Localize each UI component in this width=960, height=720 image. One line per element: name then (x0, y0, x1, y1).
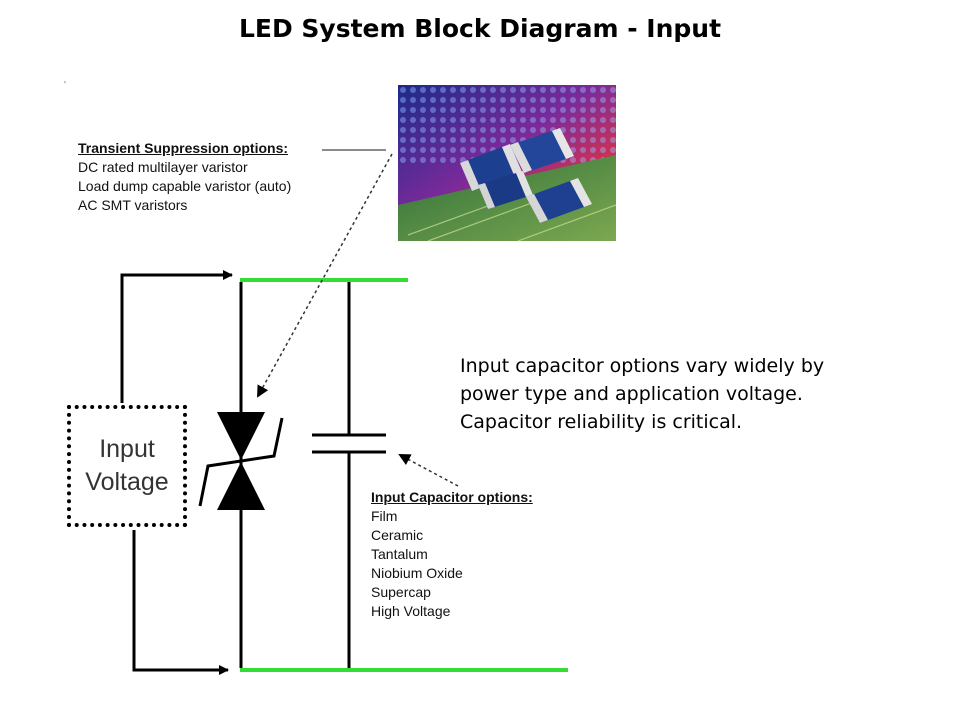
cap-option-item: High Voltage (371, 603, 451, 619)
note-line: Capacitor reliability is critical. (460, 411, 743, 433)
cap-option-item: Niobium Oxide (371, 565, 463, 581)
chip-3 (478, 171, 533, 209)
input-capacitor-options: Input Capacitor options: Film Ceramic Ta… (371, 488, 533, 621)
varistor-photo (398, 85, 616, 241)
ts-options-header: Transient Suppression options: (78, 140, 289, 156)
cap-option-item: Supercap (371, 584, 431, 600)
cap-callout-arrow (398, 454, 459, 487)
capacitor-note: Input capacitor options vary widely by p… (460, 352, 940, 436)
input-voltage-line1: Input (99, 435, 155, 463)
top-feed-arrow (120, 270, 233, 403)
ts-option-item: DC rated multilayer varistor (78, 159, 248, 175)
varistor-photo-graphic (398, 85, 616, 241)
ts-option-item: AC SMT varistors (78, 197, 188, 213)
cap-options-header: Input Capacitor options: (371, 489, 533, 505)
stray-mark: ' (64, 80, 66, 91)
note-line: Input capacitor options vary widely by (460, 355, 825, 377)
input-voltage-block: Input Voltage (67, 405, 187, 527)
bottom-feed-arrow (132, 530, 229, 675)
ts-option-item: Load dump capable varistor (auto) (78, 178, 292, 194)
cap-option-item: Ceramic (371, 527, 424, 543)
page-title: LED System Block Diagram - Input (238, 14, 722, 43)
ts-callout-arrow (257, 153, 393, 398)
transient-suppression-options: Transient Suppression options: DC rated … (78, 139, 291, 215)
varistor-symbol (198, 412, 284, 510)
cap-option-item: Film (371, 508, 398, 524)
chip-2 (510, 128, 574, 173)
input-voltage-line2: Voltage (85, 468, 169, 496)
chip-4 (526, 178, 592, 223)
note-line: power type and application voltage. (460, 383, 803, 405)
cap-option-item: Tantalum (371, 546, 428, 562)
